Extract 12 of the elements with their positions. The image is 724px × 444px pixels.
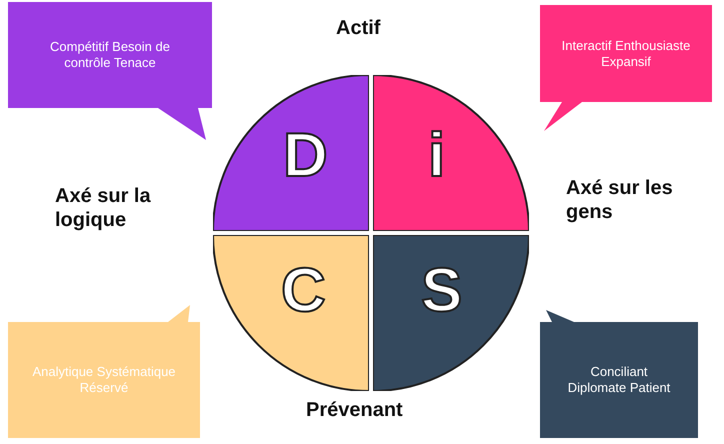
quadrant-letter: C [281,260,326,322]
trait-list: Analytique Systématique Réservé [28,364,180,396]
axis-label: Axé sur la logique [55,184,152,232]
axis-label: Prévenant [306,398,403,422]
axis-label: Actif [336,16,380,40]
axis-label: Axé sur les gens [566,176,674,224]
quadrant-letter: D [283,125,328,187]
quadrant-letter: S [421,260,462,322]
trait-list: Conciliant Diplomate Patient [560,364,678,396]
trait-list: Interactif Enthousiaste Expansif [560,38,692,70]
quadrant-letter: i [428,125,446,187]
trait-list: Compétitif Besoin de contrôle Tenace [28,39,192,71]
